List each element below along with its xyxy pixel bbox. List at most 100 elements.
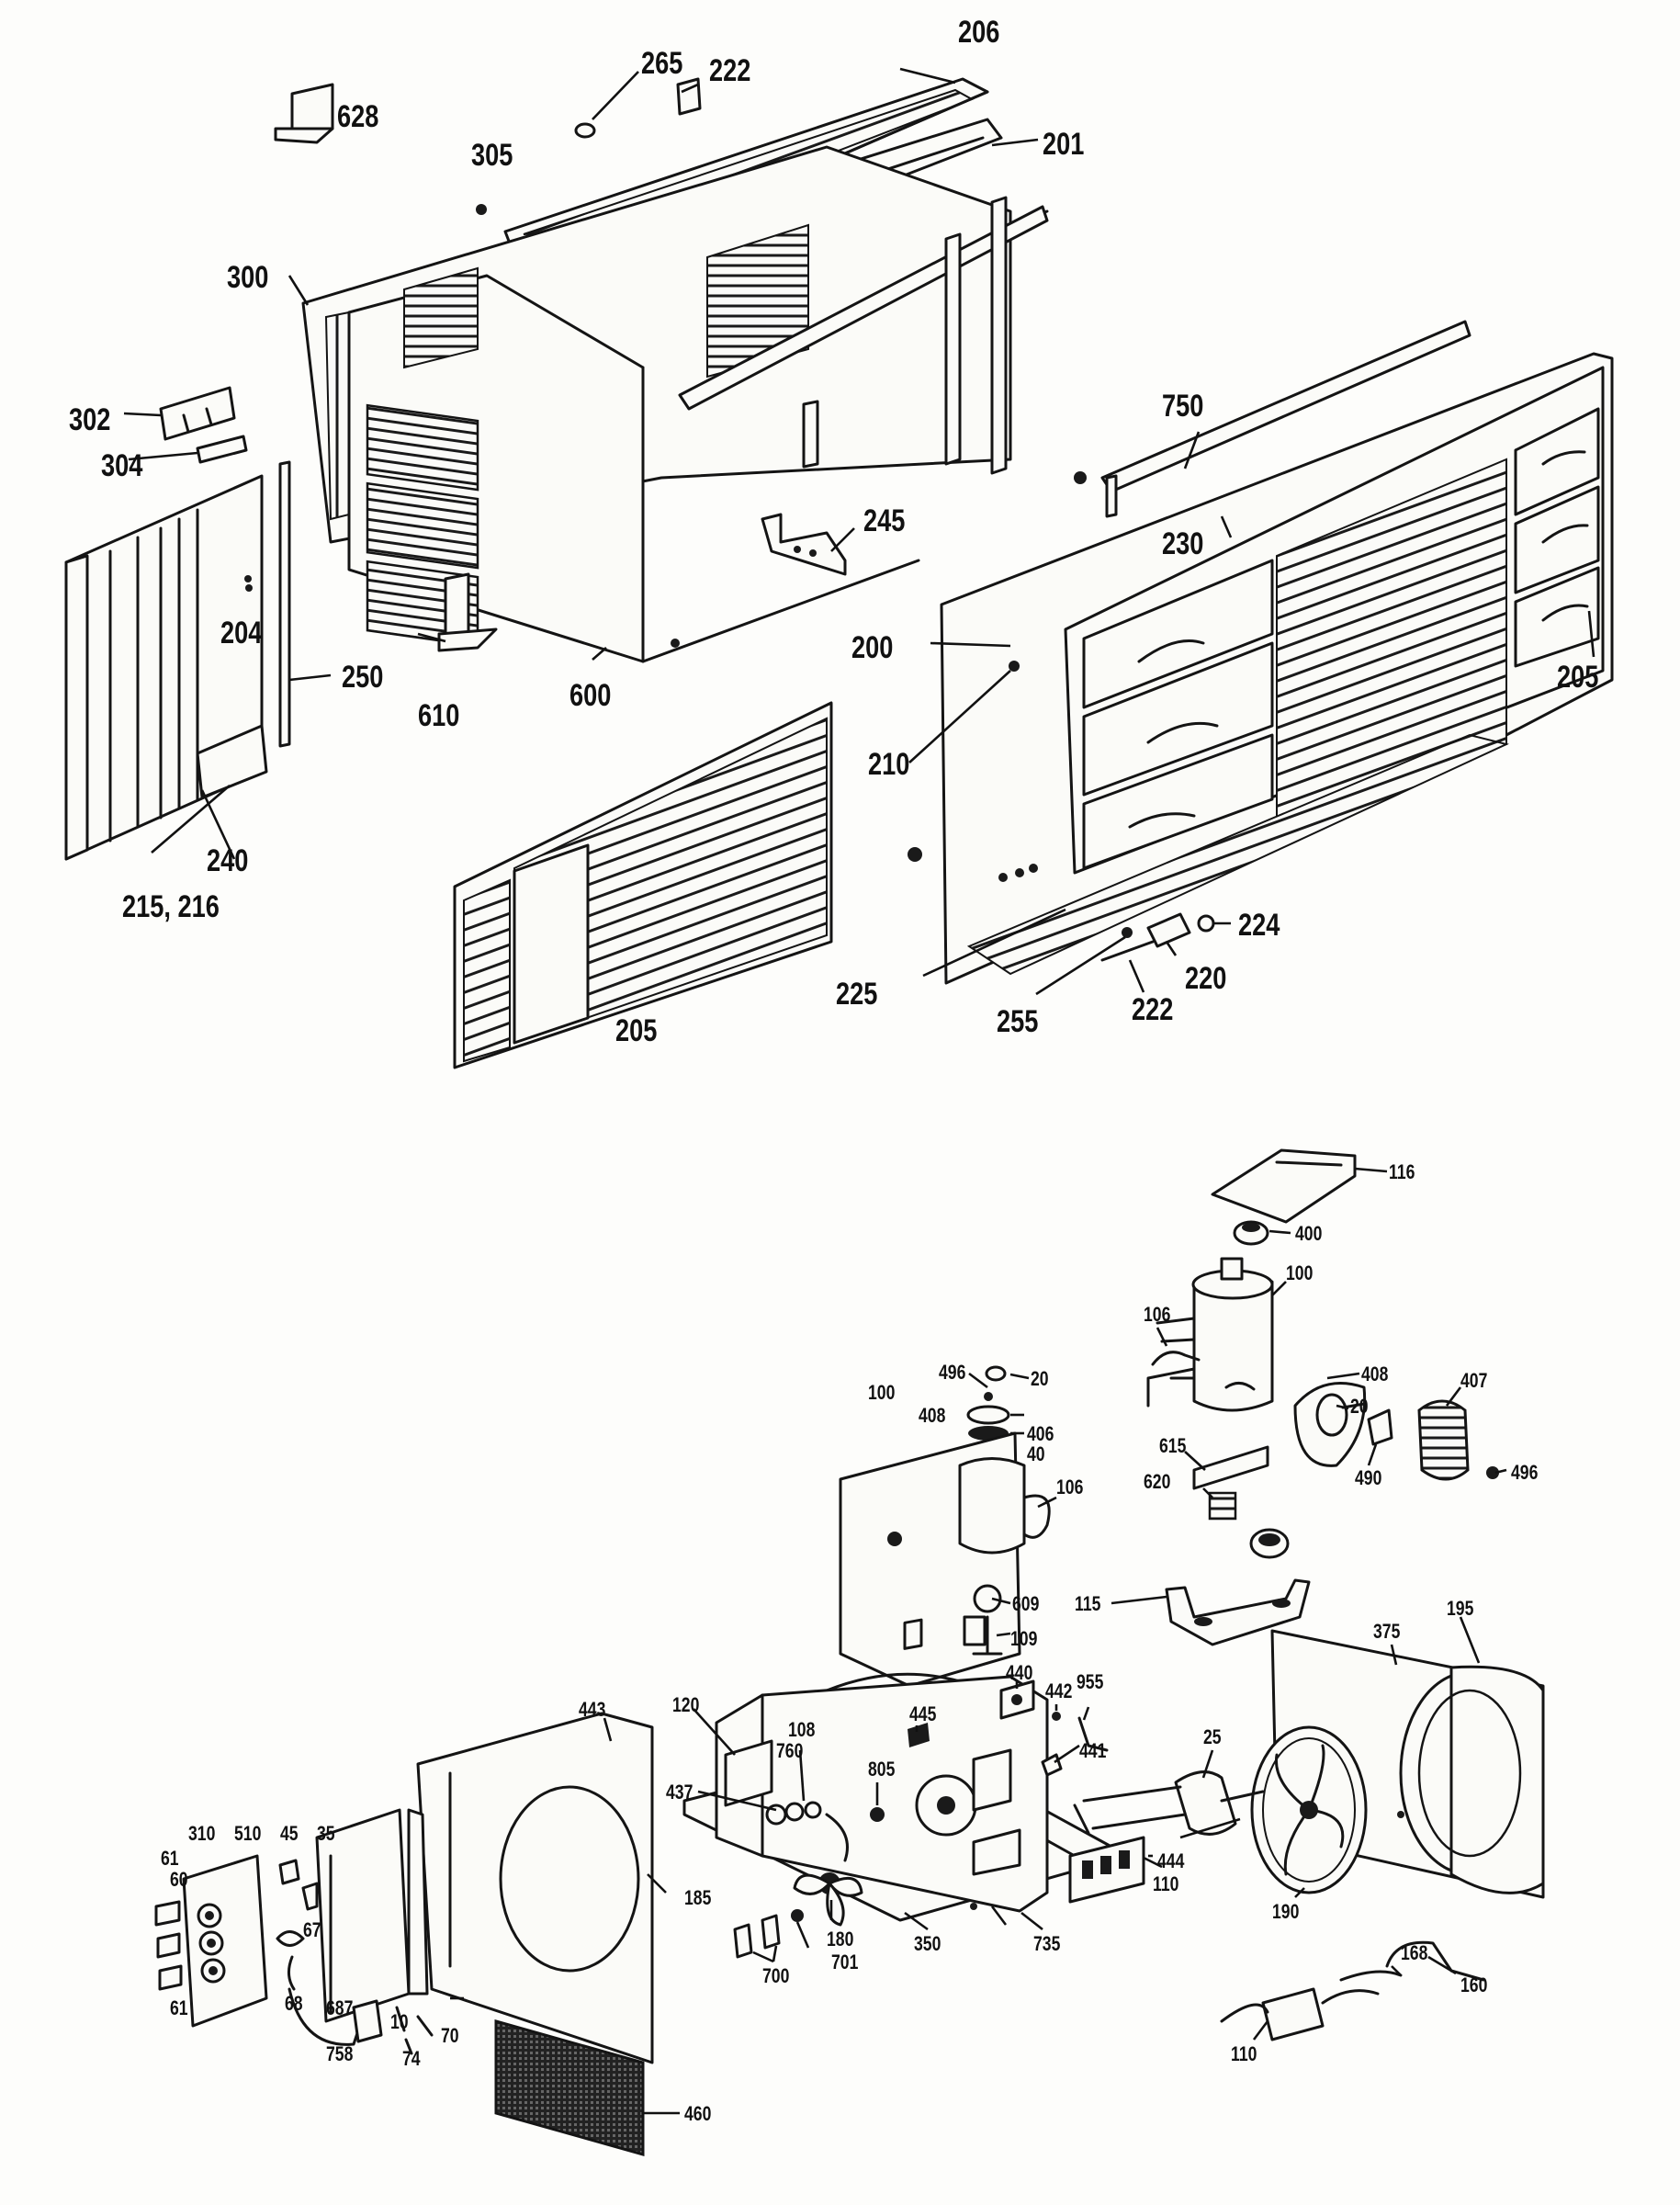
panel-185 <box>416 1712 654 2064</box>
callout-408-right: 408 <box>1361 1363 1389 1385</box>
terminal-955 <box>1077 1716 1109 1752</box>
side-frame-215-216 <box>64 474 268 861</box>
callout-750: 750 <box>1162 389 1204 424</box>
control-box-510 <box>315 1808 429 2023</box>
nut-442 <box>1052 1712 1061 1721</box>
callout-60: 60 <box>170 1868 188 1891</box>
callout-437: 437 <box>666 1781 693 1804</box>
callout-600: 600 <box>569 678 612 713</box>
washer-224 <box>1197 914 1215 933</box>
callout-955: 955 <box>1077 1670 1104 1693</box>
callout-443: 443 <box>579 1698 606 1721</box>
callout-615: 615 <box>1159 1434 1187 1457</box>
clip-222-top <box>676 77 702 116</box>
strip-250 <box>278 460 291 748</box>
compressor-100-left <box>825 1431 1051 1702</box>
fan-180-left <box>793 1872 863 1927</box>
bracket-610 <box>437 572 498 652</box>
callout-222-lower: 222 <box>1132 992 1174 1027</box>
callout-400: 400 <box>1295 1222 1323 1245</box>
clips-700 <box>733 1914 781 1959</box>
compressor-100-right <box>1146 1257 1274 1412</box>
callout-701: 701 <box>831 1951 859 1973</box>
callout-106-right: 106 <box>1144 1303 1171 1326</box>
callout-115: 115 <box>1075 1592 1101 1615</box>
screw-305 <box>476 204 487 215</box>
bushing-109 <box>963 1615 987 1646</box>
callout-168: 168 <box>1401 1941 1428 1964</box>
callout-195: 195 <box>1447 1597 1474 1620</box>
callout-20-left: 20 <box>1031 1367 1049 1390</box>
part-74 <box>404 2038 413 2055</box>
mount-grommet <box>1249 1528 1290 1559</box>
callout-440: 440 <box>1006 1661 1033 1684</box>
callout-444: 444 <box>1157 1849 1185 1872</box>
leaders-bottom <box>450 1167 1507 2115</box>
callout-302: 302 <box>69 402 111 437</box>
callout-735: 735 <box>1033 1932 1061 1955</box>
plate-615 <box>1192 1445 1269 1490</box>
pin-222 <box>1100 940 1155 962</box>
callout-805: 805 <box>868 1758 896 1781</box>
plug-265 <box>574 122 596 139</box>
callout-407: 407 <box>1460 1369 1488 1392</box>
callout-205-right: 205 <box>1557 660 1599 695</box>
relay-440 <box>999 1679 1035 1720</box>
bulkhead-center <box>715 1618 1049 1913</box>
callout-230: 230 <box>1162 526 1204 561</box>
callout-204: 204 <box>220 616 263 650</box>
nut-496-right <box>1486 1466 1499 1479</box>
screw-701 <box>791 1909 804 1922</box>
tube-168 <box>1385 1940 1485 1982</box>
callout-442: 442 <box>1045 1679 1073 1702</box>
callout-305: 305 <box>471 138 513 173</box>
cabinet-300 <box>278 145 1049 748</box>
capacitor-110-bottom <box>1220 1970 1403 2041</box>
blower-190 <box>1250 1725 1368 1894</box>
callout-100-left: 100 <box>868 1381 896 1404</box>
callout-61-top: 61 <box>161 1847 179 1870</box>
callout-185: 185 <box>684 1886 712 1909</box>
callout-225: 225 <box>836 977 878 1012</box>
clip-490 <box>1367 1408 1393 1446</box>
callout-408-left: 408 <box>919 1404 946 1427</box>
bracket-245 <box>761 513 847 576</box>
grommet-400 <box>1233 1220 1269 1246</box>
callout-310: 310 <box>188 1822 216 1845</box>
callout-45: 45 <box>280 1822 299 1845</box>
callout-300: 300 <box>227 260 269 295</box>
callout-758: 758 <box>326 2042 354 2065</box>
callout-120: 120 <box>672 1693 700 1716</box>
callout-406: 406 <box>1027 1422 1054 1445</box>
callout-35: 35 <box>317 1822 335 1845</box>
callout-245: 245 <box>863 503 906 538</box>
bracket-115 <box>1165 1578 1311 1646</box>
callout-68: 68 <box>285 1992 303 2015</box>
hinge-220 <box>1146 912 1191 948</box>
callout-160: 160 <box>1460 1973 1488 1996</box>
grille-460 <box>494 2019 645 2156</box>
callout-210: 210 <box>868 747 910 782</box>
callout-220: 220 <box>1185 961 1227 996</box>
bracket-628 <box>274 83 334 144</box>
callout-109: 109 <box>1010 1627 1038 1650</box>
callout-116: 116 <box>1389 1160 1415 1183</box>
front-panel-200 <box>940 352 1614 985</box>
sleeve-407 <box>1417 1399 1470 1481</box>
leaders-top <box>123 67 1595 996</box>
callout-350: 350 <box>914 1932 941 1955</box>
callout-110-bottom: 110 <box>1231 2042 1257 2065</box>
callout-700: 700 <box>762 1964 790 1987</box>
small-parts-center <box>966 1365 1010 1441</box>
callout-620: 620 <box>1144 1470 1171 1493</box>
callout-67: 67 <box>303 1918 321 1941</box>
callout-215-216: 215, 216 <box>122 889 220 924</box>
bracket-35 <box>301 1882 319 1911</box>
callout-304: 304 <box>101 448 143 483</box>
callout-106-left: 106 <box>1056 1476 1084 1498</box>
harness-758 <box>288 1987 365 2046</box>
clip-45 <box>278 1859 300 1885</box>
screw-255 <box>1122 927 1133 938</box>
terminal-block-110 <box>1068 1836 1145 1904</box>
